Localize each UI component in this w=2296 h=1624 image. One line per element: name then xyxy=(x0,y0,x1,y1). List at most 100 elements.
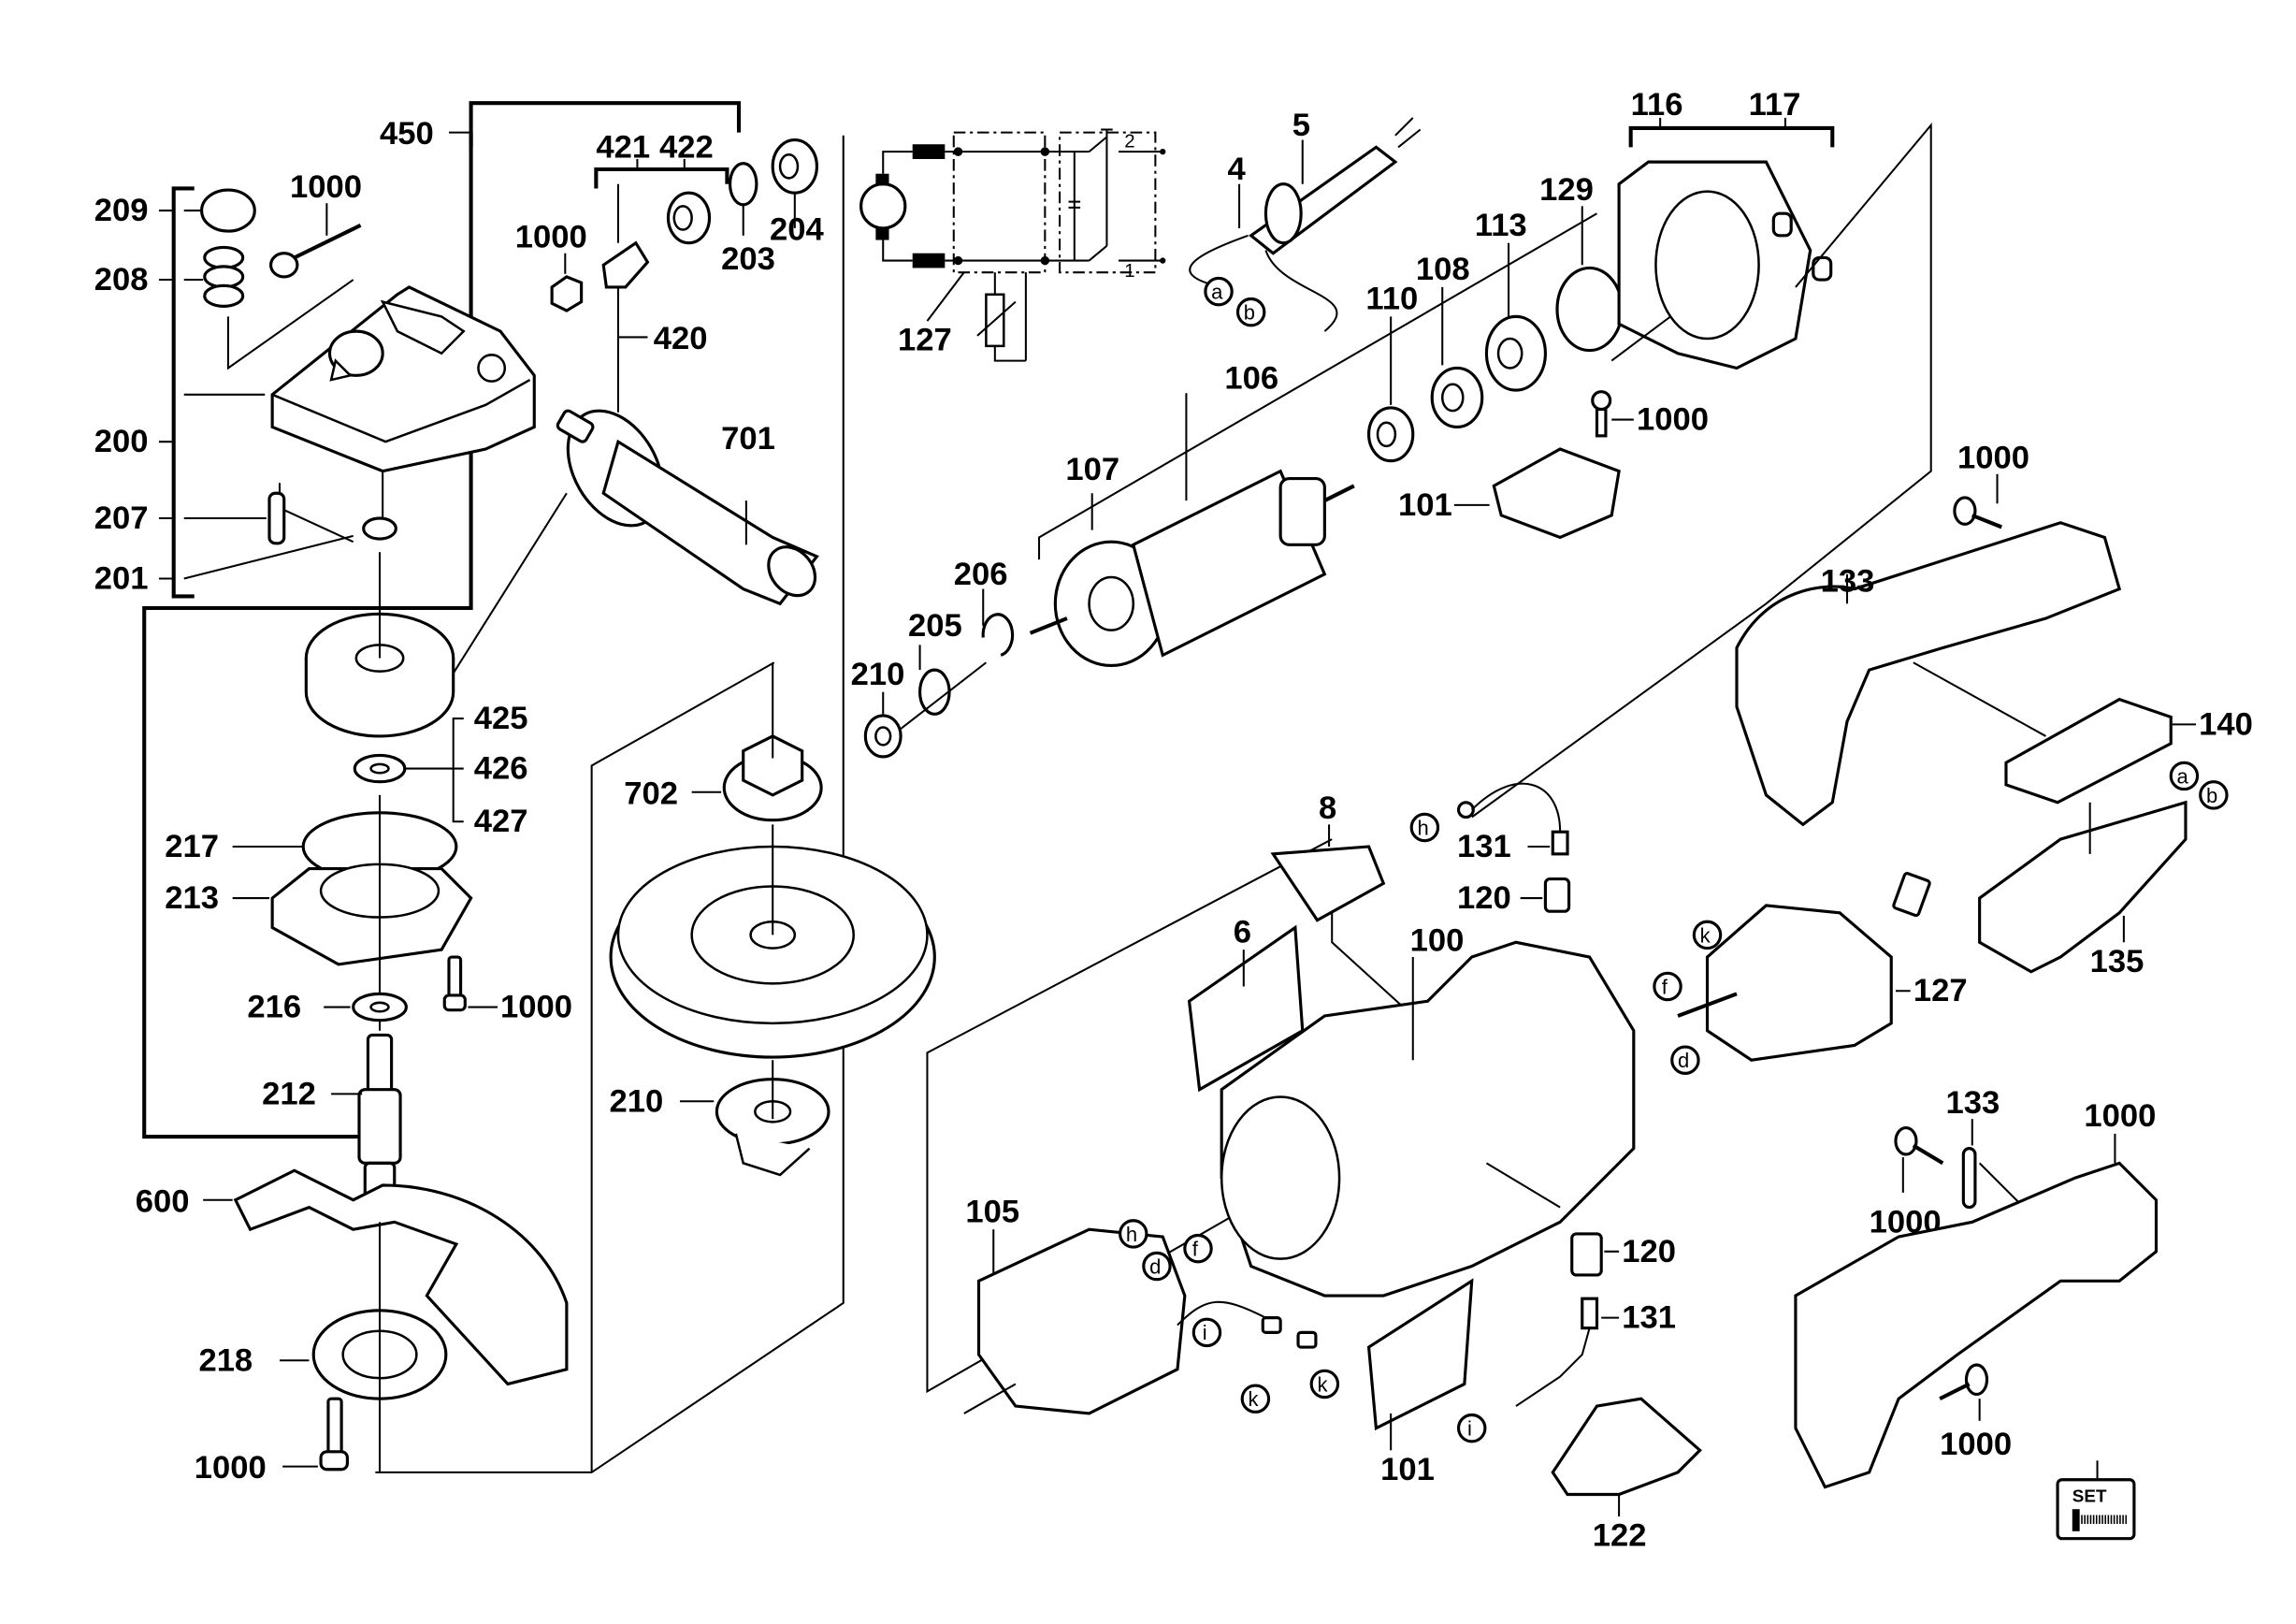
switch-pos-1: 1 xyxy=(1124,260,1134,282)
circuit-schematic xyxy=(859,128,1166,362)
connector-k-stator-1 xyxy=(1240,1384,1271,1414)
label-sticker-8 xyxy=(1270,824,1414,1017)
connector-b-top xyxy=(1235,297,1266,327)
pinion-421 xyxy=(601,183,650,413)
connector-h-stator xyxy=(1119,1219,1148,1249)
connector-a-label: a xyxy=(1211,280,1223,303)
connector-b-label: b xyxy=(1244,301,1255,325)
brush-cover-101-top xyxy=(1453,447,1621,540)
label-1000-h: 1000 xyxy=(1940,1427,2012,1462)
label-212: 212 xyxy=(262,1076,316,1111)
label-120-a: 120 xyxy=(1457,880,1511,916)
bearing-plate-113 xyxy=(1484,242,1547,392)
screw-1000-e xyxy=(1591,390,1634,438)
clamp-218 xyxy=(280,1222,448,1472)
connector-f-stator-label: f xyxy=(1192,1238,1199,1261)
label-110: 110 xyxy=(1365,282,1418,317)
label-5: 5 xyxy=(1292,108,1310,143)
screw-set-badge xyxy=(2056,1460,2136,1541)
label-217: 217 xyxy=(165,829,219,864)
bearing-204 xyxy=(771,138,818,228)
connector-f-module-label: f xyxy=(1662,975,1668,998)
connector-i-bottom xyxy=(1456,1413,1487,1443)
label-203: 203 xyxy=(721,241,775,277)
label-113: 113 xyxy=(1475,208,1527,243)
label-204: 204 xyxy=(770,212,824,248)
bracket-421-422 xyxy=(594,158,729,189)
label-100: 100 xyxy=(1410,923,1465,959)
ring-203 xyxy=(728,162,758,236)
label-129: 129 xyxy=(1539,172,1594,208)
label-206: 206 xyxy=(954,557,1008,592)
bracket-425-427 xyxy=(400,718,464,823)
guard-600 xyxy=(203,1168,569,1386)
bearing-108 xyxy=(1430,286,1484,429)
ring-129 xyxy=(1555,206,1624,353)
label-426: 426 xyxy=(474,751,528,787)
connector-i-stator xyxy=(1191,1317,1222,1348)
washer-426 xyxy=(353,753,407,784)
label-704: 702 xyxy=(624,776,678,811)
label-207: 207 xyxy=(94,500,149,536)
label-427: 427 xyxy=(474,804,528,839)
label-201: 201 xyxy=(94,561,149,597)
label-1000-b: 1000 xyxy=(515,219,587,254)
bracket-116-117 xyxy=(1628,117,1835,148)
label-210: 210 xyxy=(851,657,905,692)
bracket-200 xyxy=(158,186,195,599)
cap-209 xyxy=(183,188,256,233)
label-116: 116 xyxy=(1631,87,1683,123)
screw-1000-c xyxy=(442,955,498,1012)
separator-right-top xyxy=(1471,122,1932,819)
crown-gear xyxy=(304,552,455,738)
connector-a-switch xyxy=(2169,761,2200,791)
connector-i-bottom-label: i xyxy=(1467,1417,1472,1441)
seal-210 xyxy=(863,661,988,759)
label-106: 106 xyxy=(1224,361,1278,397)
label-140: 140 xyxy=(2199,706,2253,742)
switch-pos-2: 2 xyxy=(1124,130,1134,152)
label-1000-f: 1000 xyxy=(1957,440,2029,475)
label-209: 209 xyxy=(94,193,149,228)
label-117: 117 xyxy=(1749,87,1801,123)
brush-lead-131-top xyxy=(1456,782,1569,856)
connector-h-stator-label: h xyxy=(1126,1223,1137,1246)
bushing-201 xyxy=(183,516,397,580)
label-122: 133 xyxy=(1945,1085,2000,1121)
o-rings-208 xyxy=(183,245,354,370)
switch-135 xyxy=(1978,800,2188,974)
label-1000-d: 1000 xyxy=(195,1450,267,1486)
label-600: 600 xyxy=(136,1183,190,1219)
connector-i-stator-label: i xyxy=(1203,1321,1207,1344)
connector-b-switch xyxy=(2199,780,2229,810)
connector-k-stator-2-label: k xyxy=(1317,1372,1328,1396)
washer-216 xyxy=(324,992,408,1022)
connector-f-stator xyxy=(1183,1233,1213,1264)
label-450: 450 xyxy=(380,116,434,152)
bearing-422 xyxy=(666,191,712,245)
connector-d-stator-label: d xyxy=(1149,1254,1161,1278)
label-105: 105 xyxy=(965,1194,1019,1229)
label-133-b: 1000 xyxy=(2084,1098,2156,1134)
connector-h-top-label: h xyxy=(1417,816,1428,839)
label-133-a: 133 xyxy=(1821,564,1875,600)
seal-110 xyxy=(1366,316,1415,463)
label-213: 213 xyxy=(165,880,219,916)
label-6: 6 xyxy=(1234,914,1251,950)
separator-left xyxy=(375,135,845,1473)
separator-disc xyxy=(590,661,775,1472)
label-205: 205 xyxy=(908,608,962,644)
label-131-b: 131 xyxy=(1622,1300,1676,1336)
screw-1000-d xyxy=(282,1397,349,1472)
motor-housing-100 xyxy=(1220,940,1636,1298)
brush-lead-131-bottom xyxy=(1515,1297,1620,1407)
connector-a-top xyxy=(1204,276,1234,307)
gear-housing-200 xyxy=(183,285,536,544)
brush-holder-120-bottom xyxy=(1570,1232,1620,1277)
label-101-a: 101 xyxy=(1398,487,1452,523)
screw-1000-h xyxy=(1939,1363,1989,1421)
connector-b-switch-label: b xyxy=(2206,784,2217,807)
label-421: 421 xyxy=(596,129,650,165)
label-120-b: 120 xyxy=(1622,1234,1676,1269)
nut-1000 xyxy=(550,253,584,312)
